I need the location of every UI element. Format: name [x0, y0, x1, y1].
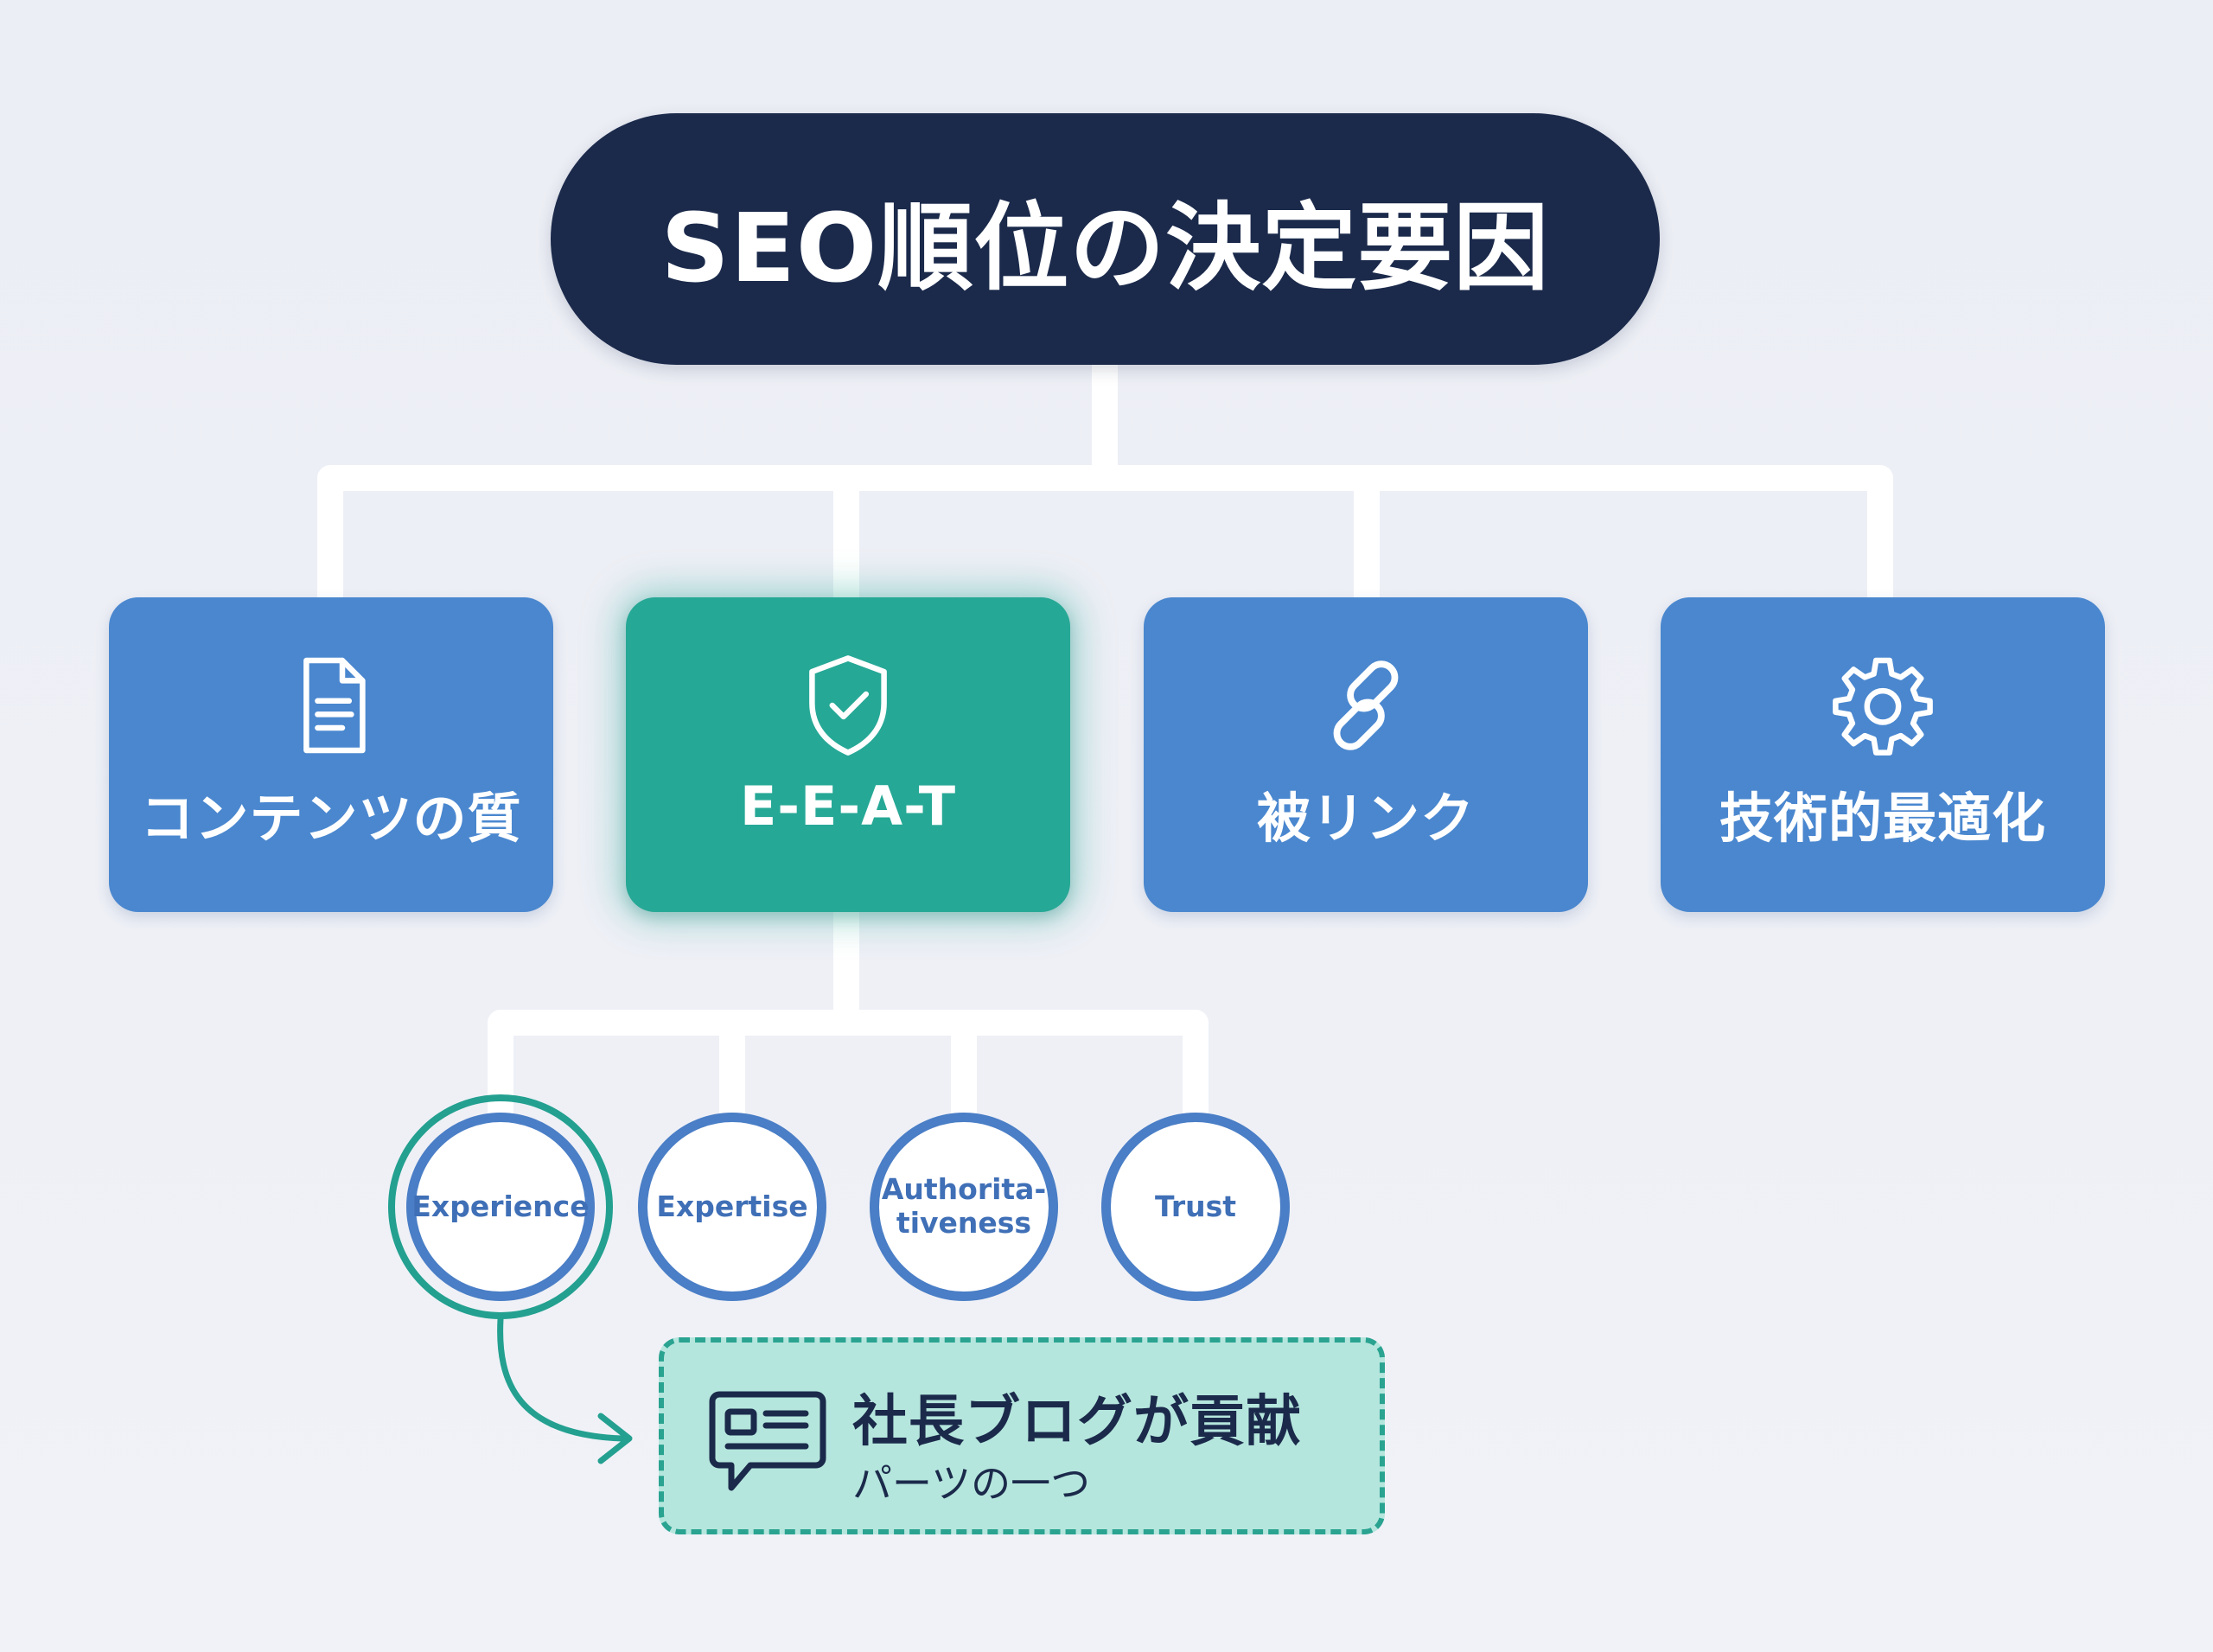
eeat-item-expertise: Expertise: [638, 1113, 826, 1301]
page-title: SEO順位の決定要因: [551, 113, 1660, 365]
shield-check-icon: [809, 655, 887, 756]
factor-label: 被リンク: [1256, 787, 1475, 850]
factor-content-quality: コンテンツの質: [109, 597, 553, 912]
experience-highlight-ring: [388, 1094, 613, 1319]
ceo-blog-callout: 社長ブログが貢献 パーツの一つ: [659, 1337, 1385, 1534]
factor-label: 技術的最適化: [1719, 787, 2046, 850]
callout-arrow: [497, 1316, 633, 1464]
link-icon: [1333, 660, 1399, 750]
chat-document-icon: [709, 1391, 826, 1491]
eeat-item-experience: Experience: [406, 1113, 595, 1301]
factor-label: E-E-A-T: [739, 775, 957, 838]
document-icon: [303, 657, 366, 754]
factor-eeat: E-E-A-T: [626, 597, 1070, 912]
factor-technical-optimization: 技術的最適化: [1661, 597, 2105, 912]
callout-subtitle: パーツの一つ: [852, 1460, 1091, 1507]
eeat-item-authoritativeness: Authorita- tiveness: [870, 1113, 1058, 1301]
factor-label: コンテンツの質: [140, 787, 522, 850]
factor-backlinks: 被リンク: [1144, 597, 1588, 912]
gear-icon: [1833, 657, 1933, 756]
callout-title: 社長ブログが貢献: [852, 1390, 1302, 1454]
eeat-item-trust: Trust: [1101, 1113, 1290, 1301]
